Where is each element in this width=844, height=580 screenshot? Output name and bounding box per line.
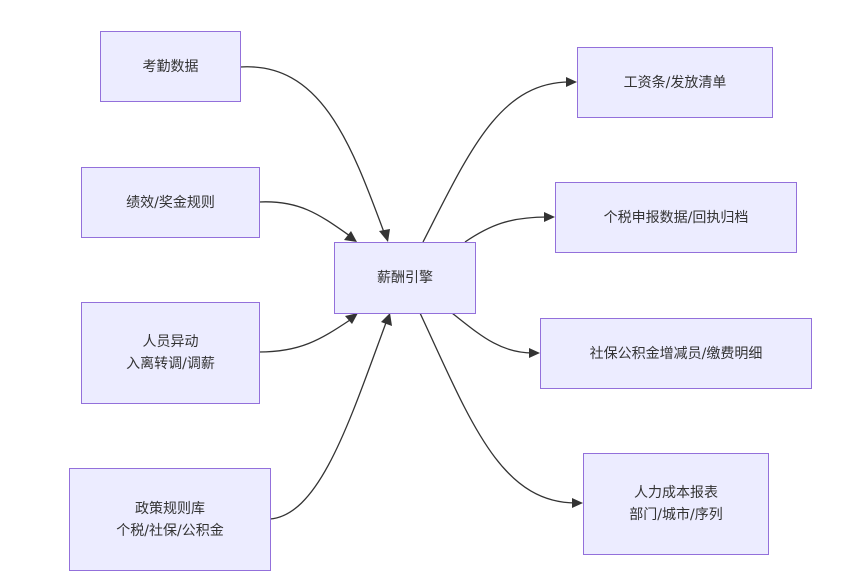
node-performance[interactable]: 绩效/奖金规则 [81,167,260,238]
node-engine[interactable]: 薪酬引擎 [334,242,476,314]
edge-personnel-engine [258,319,351,353]
node-attendance[interactable]: 考勤数据 [100,31,241,102]
node-label: 考勤数据 [142,58,199,75]
arrowhead-icon [345,313,358,324]
node-label: 工资条/发放清单 [623,74,727,91]
node-label: 入离转调/调薪 [126,356,215,372]
node-label: 部门/城市/序列 [629,507,723,523]
node-label: 人员异动 [142,334,199,350]
arrowhead-icon [379,229,390,242]
node-label: 薪酬引擎 [377,270,433,286]
arrowhead-icon [544,212,555,222]
node-personnel[interactable]: 人员异动 入离转调/调薪 [81,302,260,404]
edge-engine-payslip [422,81,571,243]
edge-attendance-engine [239,66,386,236]
arrowhead-icon [529,348,540,358]
node-payslip[interactable]: 工资条/发放清单 [577,47,773,118]
arrowhead-icon [344,231,357,242]
edge-engine-tax [464,216,549,243]
edge-engine-social [451,312,534,354]
node-label: 人力成本报表 [634,485,718,501]
arrowhead-icon [381,313,392,326]
node-label: 个税/社保/公积金 [116,522,224,539]
arrowhead-icon [572,498,583,508]
node-tax[interactable]: 个税申报数据/回执归档 [555,182,797,253]
arrowhead-icon [566,77,577,87]
edge-engine-cost [419,312,577,504]
node-social[interactable]: 社保公积金增减员/缴费明细 [540,318,812,389]
edge-performance-engine [258,201,351,237]
node-label: 个税申报数据/回执归档 [603,209,749,226]
edge-policy-engine [269,319,388,520]
node-label: 社保公积金增减员/缴费明细 [589,345,763,362]
node-cost[interactable]: 人力成本报表 部门/城市/序列 [583,453,769,555]
node-policy[interactable]: 政策规则库 个税/社保/公积金 [69,468,271,571]
node-label: 政策规则库 [135,500,205,517]
node-label: 绩效/奖金规则 [126,194,215,211]
